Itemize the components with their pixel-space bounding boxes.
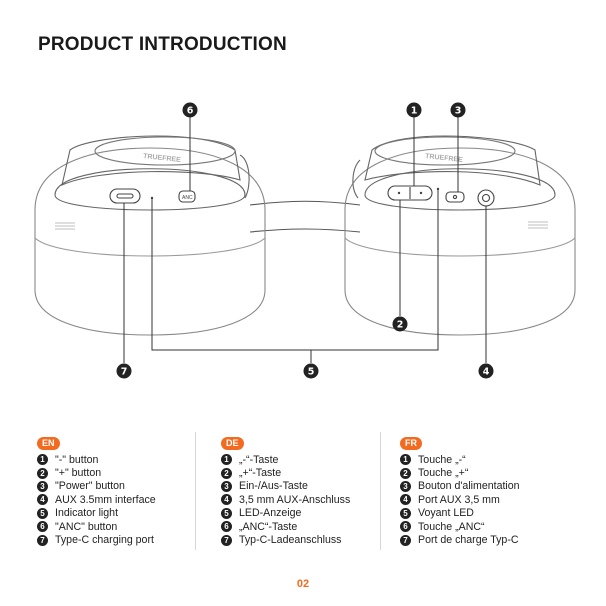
svg-text:4: 4 [483, 367, 490, 378]
svg-text:ANC: ANC [182, 195, 193, 201]
callout-6: 6 [182, 102, 198, 118]
list-item: 2"+" button [37, 466, 156, 479]
svg-text:1: 1 [411, 106, 418, 117]
callout-3: 3 [450, 102, 466, 118]
page-title: PRODUCT INTRODUCTION [38, 34, 287, 55]
callout-1: 1 [406, 102, 422, 118]
callout-2: 2 [392, 316, 408, 332]
svg-text:TRUEFREE: TRUEFREE [425, 153, 464, 164]
left-earcup: TRUEFREE ANC [34, 135, 266, 336]
list-item: 1„-“-Taste [221, 453, 350, 466]
language-tag-en: EN [37, 437, 60, 450]
headphones-illustration: TRUEFREE ANC TRUEFREE [34, 102, 576, 379]
language-tag-fr: FR [400, 437, 422, 450]
language-tag-de: DE [221, 437, 244, 450]
svg-text:2: 2 [397, 320, 404, 331]
list-item: 3"Power" button [37, 480, 156, 493]
legend-en: EN 1"-" button 2"+" button 3"Power" butt… [37, 433, 156, 547]
right-earcup: TRUEFREE [344, 135, 576, 336]
page-number: 02 [296, 578, 310, 590]
list-item: 6„ANC“-Taste [221, 520, 350, 533]
divider [195, 432, 196, 550]
list-item: 6"ANC" button [37, 520, 156, 533]
svg-text:5: 5 [308, 367, 315, 378]
svg-text:3: 3 [455, 106, 462, 117]
svg-text:TRUEFREE: TRUEFREE [143, 153, 182, 164]
callout-7: 7 [116, 363, 132, 379]
svg-text:7: 7 [121, 367, 128, 378]
svg-text:6: 6 [187, 106, 194, 117]
callout-4: 4 [478, 363, 494, 379]
divider [380, 432, 381, 550]
list-item: 2„+“-Taste [221, 466, 350, 479]
list-item: 1"-" button [37, 453, 156, 466]
callout-5: 5 [303, 363, 319, 379]
